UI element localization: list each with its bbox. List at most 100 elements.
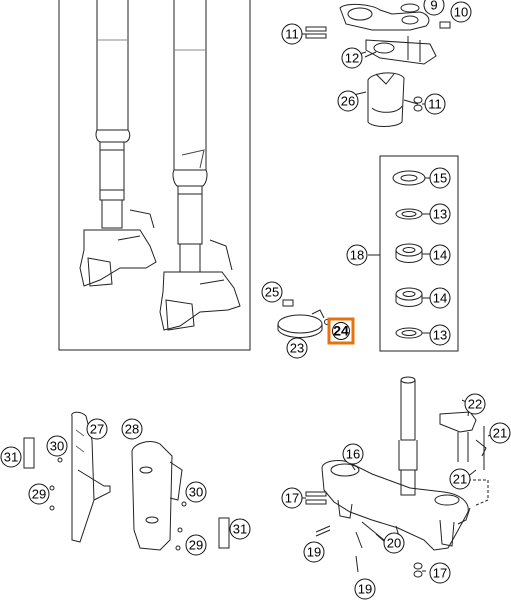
callout-number: 28: [125, 422, 139, 437]
callout-circle: [261, 281, 283, 303]
callout-15: 15: [429, 167, 451, 189]
callout-10: 10: [450, 1, 472, 23]
callout-number: 19: [358, 582, 372, 597]
callout-number: 11: [285, 27, 299, 42]
callout-11: 11: [281, 23, 303, 45]
callout-12: 12: [341, 47, 363, 69]
callout-circle: [429, 287, 451, 309]
callout-number: 17: [285, 491, 299, 506]
hose-clamp-parts: [277, 299, 330, 338]
callout-circle: [286, 337, 308, 359]
callout-circle: [489, 422, 511, 444]
callout-number: 24: [333, 323, 349, 339]
callout-number: 21: [493, 426, 507, 441]
callout-circle: [121, 418, 143, 440]
lower-clamp-and-stem: [302, 376, 489, 578]
callout-27: 27: [86, 418, 108, 440]
callout-circle: [337, 90, 359, 112]
callout-number: 15: [433, 171, 447, 186]
callout-18: 18: [346, 244, 368, 266]
fork-protectors: [23, 411, 230, 551]
callout-number: 10: [454, 5, 468, 20]
callout-number: 19: [307, 545, 321, 560]
callout-number: 30: [50, 439, 64, 454]
callout-circle: [342, 443, 364, 465]
callout-circle: [346, 244, 368, 266]
callout-30: 30: [185, 481, 207, 503]
callout-25: 25: [261, 281, 283, 303]
callout-number: 11: [428, 97, 442, 112]
callout-number: 20: [387, 536, 401, 551]
callout-circle: [46, 435, 68, 457]
callout-23: 23: [286, 337, 308, 359]
callout-31: 31: [229, 518, 251, 540]
callout-circle: [450, 1, 472, 23]
callout-19: 19: [303, 541, 325, 563]
callout-number: 16: [346, 447, 360, 462]
callout-circle: [0, 446, 22, 468]
callout-9: 9: [423, 0, 445, 16]
callout-number: 13: [433, 328, 447, 343]
callout-31: 31: [0, 446, 22, 468]
bearing-set-group: [368, 155, 459, 352]
callout-number: 25: [265, 285, 279, 300]
callout-21: 21: [489, 422, 511, 444]
callout-number: 31: [233, 522, 247, 537]
callout-17: 17: [281, 487, 303, 509]
upper-clamp-parts: [301, 3, 451, 127]
callout-circle: [429, 562, 451, 584]
callout-number: 23: [290, 341, 304, 356]
callout-circle: [185, 534, 207, 556]
callout-circle: [28, 483, 50, 505]
callout-16: 16: [342, 443, 364, 465]
callout-number: 9: [430, 0, 437, 13]
callout-number: 30: [189, 485, 203, 500]
callout-11: 11: [424, 93, 446, 115]
callout-13: 13: [429, 324, 451, 346]
callout-number: 14: [433, 291, 447, 306]
callout-circle: [185, 481, 207, 503]
callout-circle: [423, 0, 445, 16]
callout-circle: [86, 418, 108, 440]
callout-28: 28: [121, 418, 143, 440]
callout-number: 18: [350, 248, 364, 263]
callout-number: 29: [189, 538, 203, 553]
callout-number: 13: [433, 207, 447, 222]
callout-circle: [281, 487, 303, 509]
callout-14: 14: [429, 244, 451, 266]
callout-20: 20: [383, 532, 405, 554]
callout-26: 26: [337, 90, 359, 112]
callout-circle: [424, 93, 446, 115]
callout-29: 29: [185, 534, 207, 556]
callout-13: 13: [429, 203, 451, 225]
callout-circle: [429, 324, 451, 346]
callout-circle: [303, 541, 325, 563]
callout-22: 22: [464, 393, 486, 415]
callout-circle: [429, 167, 451, 189]
callout-circle: [281, 23, 303, 45]
callout-number: 26: [341, 94, 355, 109]
callout-29: 29: [28, 483, 50, 505]
callout-circle: [229, 518, 251, 540]
callout-30: 30: [46, 435, 68, 457]
callout-circle: [429, 244, 451, 266]
callout-number: 31: [4, 450, 18, 465]
callout-17: 17: [429, 562, 451, 584]
callout-number: 21: [453, 472, 467, 487]
callout-number: 29: [32, 487, 46, 502]
callout-14: 14: [429, 287, 451, 309]
callout-circle: [383, 532, 405, 554]
callout-number: 17: [433, 566, 447, 581]
callout-24-highlighted: 24: [327, 317, 355, 345]
callout-circle: [332, 322, 350, 340]
callout-19: 19: [354, 578, 376, 600]
callout-circle: [449, 468, 471, 490]
callout-circle: [354, 578, 376, 600]
callout-number: 12: [345, 51, 359, 66]
callout-number: 22: [468, 397, 482, 412]
callout-number: 14: [433, 248, 447, 263]
callout-number: 27: [90, 422, 104, 437]
fork-legs-group: [58, 0, 251, 351]
